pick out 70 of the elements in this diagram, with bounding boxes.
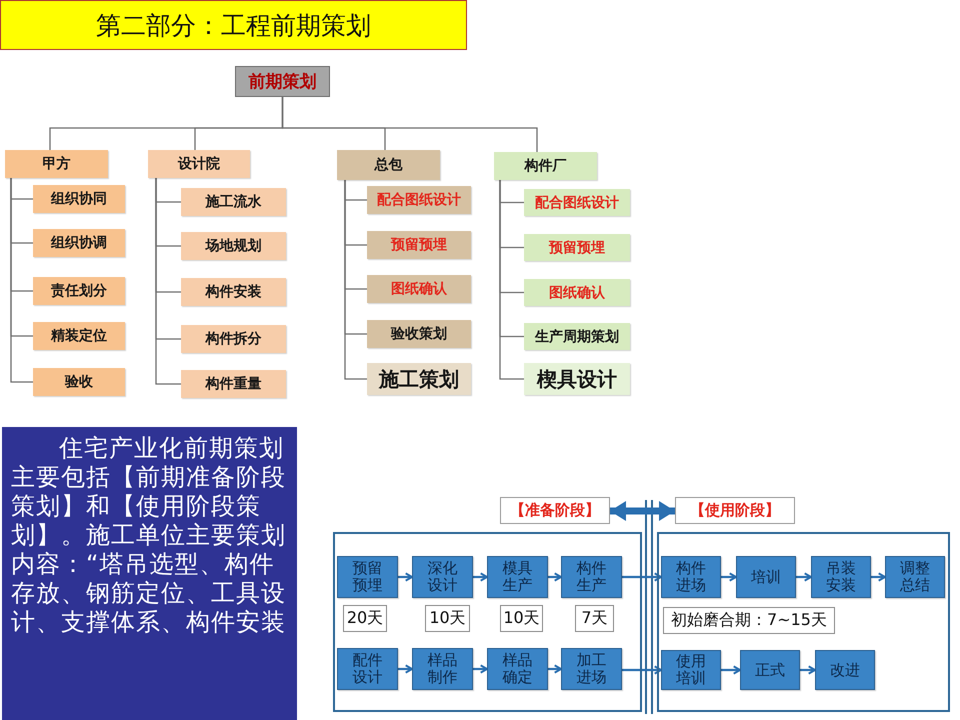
arrow — [796, 572, 812, 582]
org-box: 精装定位 — [33, 322, 125, 350]
connector-line — [499, 180, 524, 380]
arrow — [548, 572, 562, 582]
connector-line — [282, 97, 538, 152]
org-box: 总包 — [337, 150, 440, 180]
slide-title: 第二部分：工程前期策划 — [0, 0, 467, 50]
arrow — [871, 572, 886, 582]
arrow — [473, 572, 488, 582]
process-box: 加工进场 — [561, 648, 622, 690]
arrow — [721, 665, 741, 675]
process-box: 培训 — [736, 556, 796, 598]
process-box: 样品制作 — [412, 648, 473, 690]
arrow — [800, 665, 816, 675]
stage-heading: 【准备阶段】 — [500, 497, 610, 524]
org-box: 构件拆分 — [181, 325, 286, 353]
process-box: 预留预埋 — [337, 556, 398, 598]
connector-line — [155, 178, 181, 385]
org-box: 生产周期策划 — [524, 323, 630, 350]
duration-tag: 10天 — [500, 605, 543, 632]
org-box: 责任划分 — [33, 277, 125, 305]
arrow — [721, 572, 737, 582]
org-box: 验收策划 — [367, 320, 471, 348]
org-box: 施工流水 — [181, 188, 286, 216]
process-box: 改进 — [815, 650, 875, 690]
process-box: 使用培训 — [661, 650, 721, 690]
arrow — [548, 664, 562, 674]
duration-tag: 初始磨合期：7~15天 — [663, 607, 835, 634]
org-box: 组织协同 — [33, 185, 125, 213]
org-box: 验收 — [33, 368, 125, 396]
text-panel: 住宅产业化前期策划主要包括【前期准备阶段策划】和【使用阶段策划】。施工单位主要策划内容：“塔吊选型、构件存放、钢筋定位、工具设计、支撑体系、构件安装 — [2, 427, 297, 720]
double-arrow — [610, 503, 675, 519]
org-box: 甲方 — [5, 150, 108, 178]
root-box: 前期策划 — [235, 66, 330, 97]
org-box: 构件厂 — [494, 152, 597, 180]
process-box: 样品确定 — [487, 648, 548, 690]
org-box: 构件重量 — [181, 370, 286, 398]
org-box: 图纸确认 — [524, 279, 630, 306]
org-box: 预留预埋 — [367, 231, 471, 259]
stage-frame — [657, 532, 950, 712]
org-box: 预留预埋 — [524, 234, 630, 261]
stage-frame — [333, 532, 642, 712]
duration-tag: 10天 — [425, 605, 470, 632]
process-box: 构件进场 — [661, 556, 721, 598]
arrow — [622, 665, 662, 675]
arrow — [473, 664, 488, 674]
arrow — [622, 572, 662, 582]
duration-tag: 20天 — [343, 605, 387, 632]
org-box: 楔具设计 — [524, 363, 630, 395]
connector-line — [10, 178, 33, 383]
org-box: 施工策划 — [367, 363, 471, 395]
org-box: 配合图纸设计 — [524, 189, 630, 216]
arrow — [398, 572, 413, 582]
duration-tag: 7天 — [575, 605, 614, 632]
org-box: 配合图纸设计 — [367, 186, 471, 214]
process-box: 调整总结 — [885, 556, 945, 598]
process-box: 吊装安装 — [811, 556, 871, 598]
process-box: 配件设计 — [337, 648, 398, 690]
org-box: 场地规划 — [181, 232, 286, 260]
org-box: 设计院 — [148, 150, 250, 178]
process-box: 构件生产 — [561, 556, 622, 598]
process-box: 模具生产 — [487, 556, 548, 598]
org-box: 组织协调 — [33, 229, 125, 257]
stage-heading: 【使用阶段】 — [675, 497, 795, 524]
org-box: 图纸确认 — [367, 275, 471, 303]
connector-line — [344, 180, 367, 380]
process-box: 深化设计 — [412, 556, 473, 598]
org-box: 构件安装 — [181, 278, 286, 306]
process-box: 正式 — [740, 650, 800, 690]
arrow — [398, 664, 413, 674]
